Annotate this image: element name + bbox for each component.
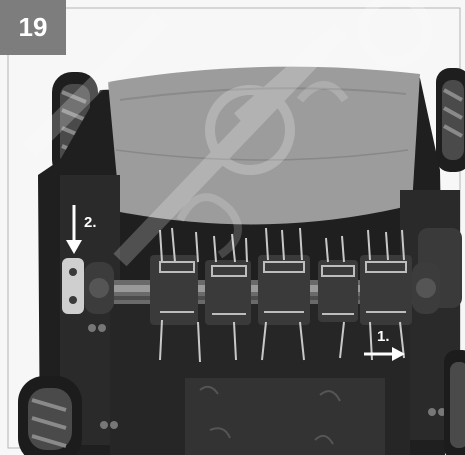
watermark — [23, 0, 432, 267]
grass-flap — [108, 66, 420, 225]
front-left-wheel — [18, 376, 82, 455]
spring-tines — [159, 227, 405, 363]
callout-label-step-2: 2. — [84, 214, 97, 231]
right-arrow-icon — [364, 347, 405, 361]
callout-label-step-1: 1. — [377, 328, 390, 345]
step-number: 19 — [18, 12, 48, 42]
tine-holders — [150, 255, 412, 325]
step-number-badge: 19 — [0, 0, 66, 55]
locking-bracket — [62, 258, 114, 314]
rear-right-wheel — [436, 68, 465, 172]
down-arrow-icon — [66, 205, 82, 254]
front-right-wheel — [444, 350, 465, 455]
